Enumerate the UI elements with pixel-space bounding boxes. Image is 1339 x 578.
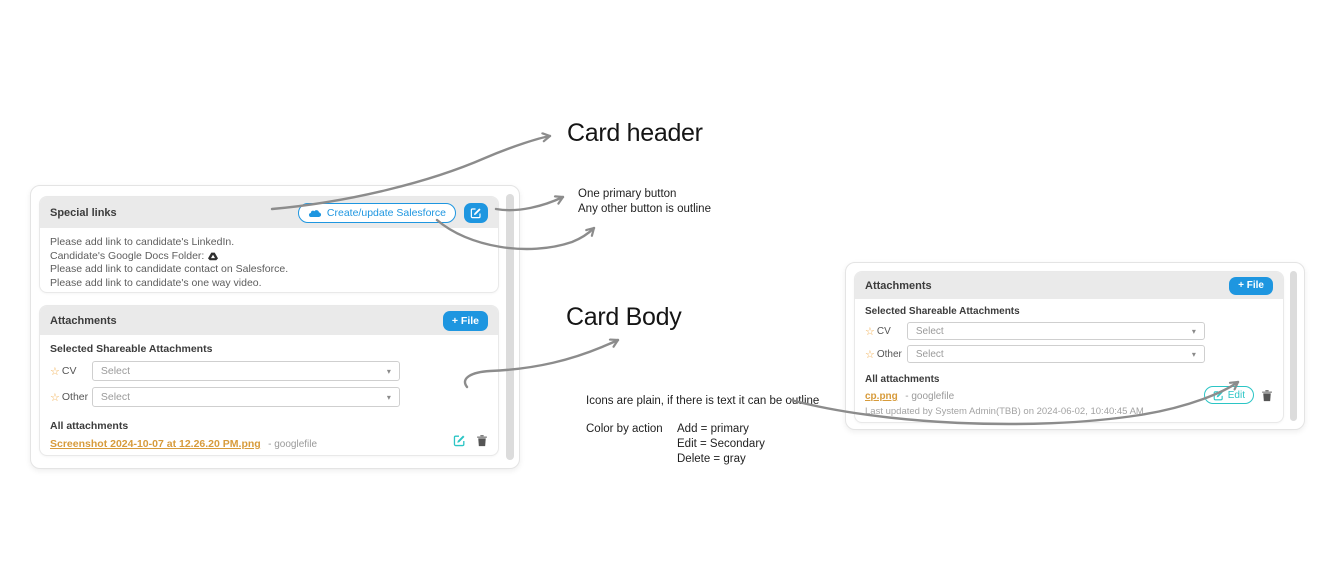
card-body-annotation: Card Body [566,303,682,331]
other-select-row: ☆ Other Select ▾ [50,387,488,407]
selected-shareable-label: Selected Shareable Attachments [50,343,213,355]
section-title: Attachments [865,279,932,292]
attachments-body: Selected Shareable Attachments ☆ CV Sele… [40,335,498,455]
chevron-down-icon: ▾ [1191,326,1196,336]
rule-edit: Edit = Secondary [677,438,765,450]
edit-attachment-button[interactable]: Edit [1203,386,1254,404]
attachment-file-type: - googlefile [905,391,955,402]
delete-attachment-icon[interactable] [1261,389,1273,402]
last-updated-text: Last updated by System Admin(TBB) on 202… [865,406,1144,417]
edit-special-links-button[interactable] [464,202,488,223]
special-link-line: Please add link to candidate contact on … [50,263,289,275]
attachment-file-link[interactable]: cp.png [865,391,898,402]
star-icon: ☆ [865,348,875,361]
attachments-section: Attachments + File Selected Shareable At… [854,271,1284,423]
special-link-line: Candidate's Google Docs Folder: [50,250,488,264]
cv-select[interactable]: Select ▾ [906,322,1205,340]
chevron-down-icon: ▾ [386,392,391,402]
candidate-panel-card: Special links Create/update Salesforce P… [30,185,520,469]
special-links-body: Please add link to candidate's LinkedIn.… [40,228,498,292]
scrollbar[interactable] [1290,271,1297,421]
section-title: Special links [50,206,117,219]
other-select[interactable]: Select ▾ [906,345,1205,363]
special-links-section: Special links Create/update Salesforce P… [39,196,499,293]
cv-select-row: ☆ CV Select ▾ [50,361,488,381]
other-select[interactable]: Select ▾ [91,387,400,407]
attachments-header: Attachments + File [855,272,1283,299]
delete-attachment-icon[interactable] [476,434,488,447]
card-header-annotation: Card header [567,119,703,147]
edit-attachment-icon[interactable] [453,434,466,447]
attachment-file-link[interactable]: Screenshot 2024-10-07 at 12.26.20 PM.png [50,438,261,450]
primary-button-note: One primary button Any other button is o… [578,188,711,215]
edit-button-label: Edit [1227,389,1245,401]
special-links-header: Special links Create/update Salesforce [40,197,498,228]
salesforce-cloud-icon [308,208,322,218]
other-label: Other [61,391,89,403]
all-attachments-label: All attachments [865,374,940,385]
color-by-action-label: Color by action [586,423,663,435]
pencil-square-icon [470,207,482,219]
star-icon: ☆ [50,365,60,378]
special-link-line: Please add link to candidate's LinkedIn. [50,236,235,248]
star-icon: ☆ [865,325,875,338]
selected-shareable-label: Selected Shareable Attachments [865,306,1020,317]
icons-note: Icons are plain, if there is text it can… [586,395,820,407]
rule-add: Add = primary [677,423,749,435]
add-file-button[interactable]: + File [1229,276,1273,295]
section-title: Attachments [50,314,117,327]
attachments-header: Attachments + File [40,306,498,335]
color-rules-list: Add = primary Edit = Secondary Delete = … [677,422,765,467]
chevron-down-icon: ▾ [386,366,391,376]
rule-delete: Delete = gray [677,453,746,465]
scrollbar[interactable] [506,194,514,460]
pencil-square-icon [1213,390,1224,401]
google-drive-icon [208,252,219,261]
chevron-down-icon: ▾ [1191,349,1196,359]
attachment-file-row: cp.png - googlefile Last updated by Syst… [865,386,1273,417]
other-select-row: ☆ Other Select ▾ [865,345,1273,363]
attachments-panel-card: Attachments + File Selected Shareable At… [845,262,1305,430]
all-attachments-label: All attachments [50,420,129,432]
attachments-section: Attachments + File Selected Shareable At… [39,305,499,456]
cv-select-row: ☆ CV Select ▾ [865,322,1273,340]
last-updated-text: Last updated by hiba M(TBB) on 2024-10-0… [50,454,317,455]
attachment-file-type: - googlefile [268,439,318,450]
star-icon: ☆ [50,391,60,404]
special-link-line: Please add link to candidate's one way v… [50,276,262,289]
cv-select[interactable]: Select ▾ [91,361,400,381]
cv-label: CV [876,325,891,337]
attachments-body: Selected Shareable Attachments ☆ CV Sele… [855,299,1283,422]
salesforce-button-label: Create/update Salesforce [326,206,446,219]
other-label: Other [876,348,902,360]
add-file-button[interactable]: + File [442,310,488,331]
attachment-file-row: Screenshot 2024-10-07 at 12.26.20 PM.png… [50,434,488,455]
cv-label: CV [61,365,77,377]
create-update-salesforce-button[interactable]: Create/update Salesforce [297,202,456,223]
